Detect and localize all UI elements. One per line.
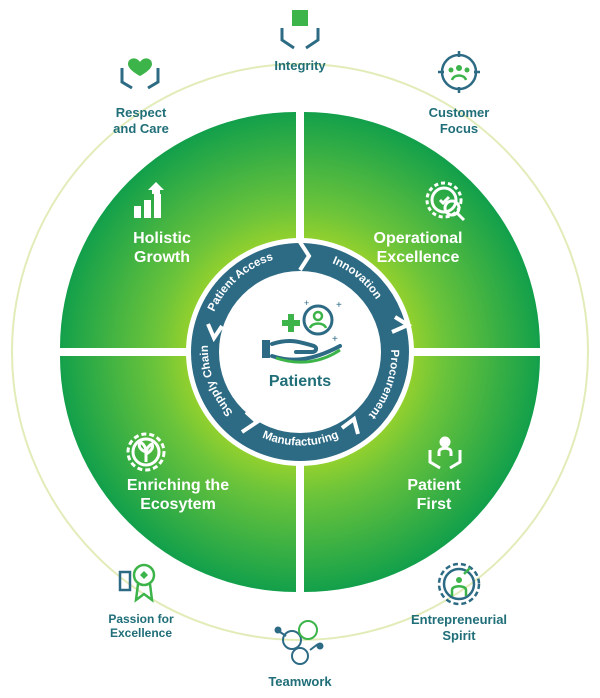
ring-chevrons [206, 240, 413, 435]
gear-rocket-person-icon [437, 562, 481, 606]
hands-person-icon [428, 436, 462, 470]
customer-group-target-icon [438, 51, 480, 93]
hand-award-ribbon-icon [118, 563, 156, 603]
gear-magnifier-check-icon [425, 181, 466, 222]
growth-bars-icon [134, 182, 164, 218]
outer-value-integrity: Integrity [274, 58, 326, 73]
outer-value-customer-focus: Customer Focus [428, 105, 490, 136]
hands-heart-icon [120, 58, 160, 90]
quadrant-label-operational-excellence: Operational Excellence [373, 230, 463, 267]
hand-patient-plus-icon: + + + [262, 298, 342, 364]
quadrant-label-patient-first: Patient First [407, 477, 461, 514]
outer-value-passion-for-excellence: Passion for Excellence [108, 612, 174, 641]
network-people-icon [274, 620, 324, 665]
hands-puzzle-icon [280, 10, 320, 50]
svg-text:+: + [304, 298, 309, 308]
outer-value-respect-and-care: Respect and Care [113, 105, 169, 136]
process-ring [191, 243, 409, 461]
center-label-patients: Patients [268, 373, 332, 390]
svg-text:+: + [336, 300, 342, 311]
svg-text:+: + [332, 334, 338, 345]
quadrant-label-enriching-the-ecosystem: Enriching the Ecosytem [126, 477, 230, 514]
gear-plant-icon [126, 432, 166, 472]
quadrant-label-holistic-growth: Holistic Growth [133, 230, 191, 267]
outer-value-entrepreneurial-spirit: Entrepreneurial Spirit [410, 612, 508, 643]
outer-value-teamwork: Teamwork [268, 674, 332, 689]
